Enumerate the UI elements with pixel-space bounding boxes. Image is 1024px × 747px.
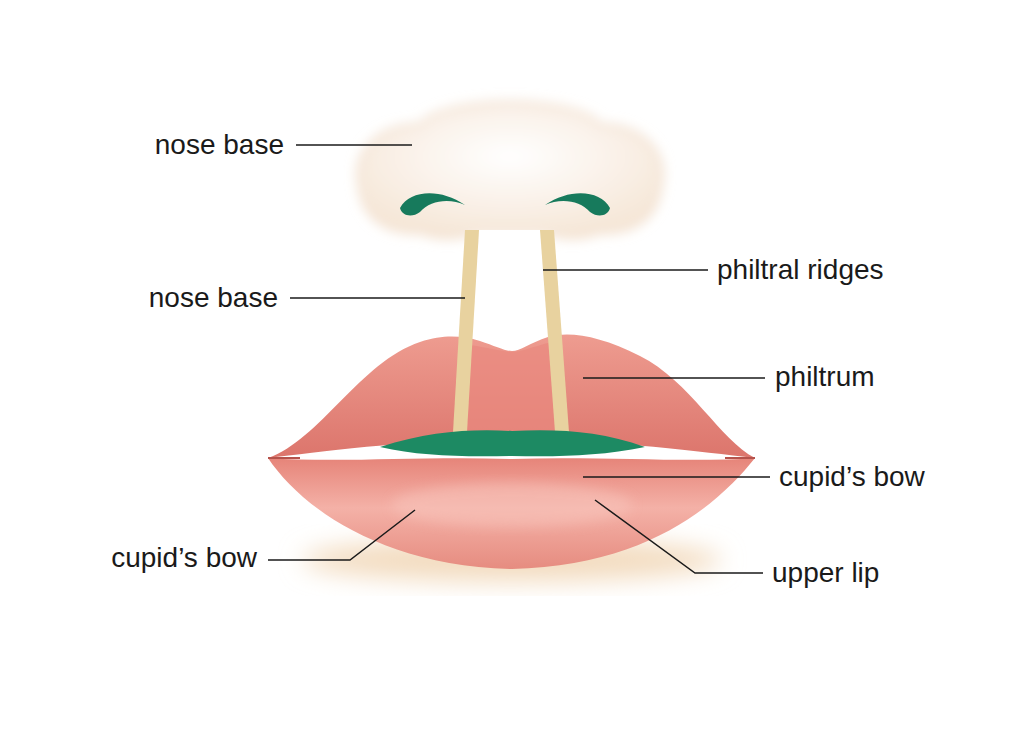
leader-line <box>296 144 412 146</box>
leader-lines <box>268 145 770 573</box>
part-label: nose base <box>153 129 286 161</box>
leader-line <box>583 476 770 478</box>
leader-line <box>583 377 765 379</box>
part-label: philtral ridges <box>715 254 886 286</box>
nostril <box>545 193 610 215</box>
philtral-ridge <box>540 230 569 432</box>
lip-corner <box>268 457 300 459</box>
leader-line <box>290 297 465 299</box>
part-label: cupid’s bow <box>777 461 927 493</box>
philtral-ridge <box>453 230 479 432</box>
part-label: nose base <box>147 282 280 314</box>
part-label: upper lip <box>770 557 881 589</box>
lower-lip <box>268 458 755 569</box>
part-label: cupid’s bow <box>109 542 259 574</box>
leader-line <box>543 269 708 271</box>
lip-highlight <box>392 483 632 527</box>
columella <box>478 230 544 342</box>
upper-lip <box>268 335 755 458</box>
nostril <box>400 193 465 215</box>
mouth-opening <box>380 430 645 456</box>
lip-corner <box>725 457 755 459</box>
nose-base <box>358 103 662 238</box>
philtrum-area <box>462 342 560 432</box>
leader-line <box>268 510 415 560</box>
part-label: philtrum <box>773 361 877 393</box>
leader-line <box>595 500 763 573</box>
